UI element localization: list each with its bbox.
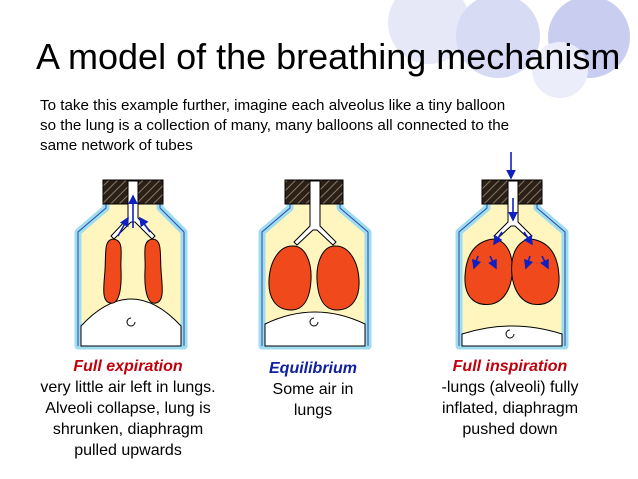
decor-circle-4 (532, 42, 588, 98)
diaphragm-hook (309, 317, 319, 327)
diaphragm (80, 298, 182, 347)
airflow-arrow (488, 255, 497, 270)
intro-text: To take this example further, imagine ea… (40, 96, 620, 156)
intro-line: To take this example further, imagine ea… (40, 97, 506, 114)
airflow-arrow (139, 216, 151, 233)
airflow-arrow (523, 231, 533, 246)
intro-line: same network of tubes (40, 137, 193, 154)
lung-right (511, 238, 560, 305)
caption-line: -lungs (alveoli) fully (441, 379, 579, 396)
lung-left (464, 238, 513, 305)
caption-heading: Full inspiration (452, 358, 568, 375)
caption-line: lungs (293, 402, 333, 419)
lung-right (316, 245, 360, 311)
diaphragm-hook (505, 329, 515, 339)
airflow-arrow (117, 216, 129, 237)
caption-line: pulled upwards (74, 442, 182, 459)
airflow-arrow (540, 255, 549, 270)
model-full-inspiration (455, 152, 569, 350)
lung-left (103, 238, 122, 304)
slide-title: A model of the breathing mechanism (36, 36, 621, 77)
intro-line: so the lung is a collection of many, man… (40, 117, 510, 134)
model-full-expiration (74, 179, 188, 350)
model-equilibrium (258, 179, 372, 350)
caption-line: Some air in (272, 381, 354, 398)
caption-equilibrium: Equilibrium Some air in lungs (250, 358, 376, 421)
airflow-arrow (471, 255, 482, 270)
lung-left (268, 245, 312, 311)
diaphragm (264, 311, 366, 347)
decor-circle-2 (456, 0, 540, 78)
caption-heading: Full expiration (73, 358, 183, 375)
caption-line: pushed down (462, 421, 558, 438)
caption-line: shrunken, diaphragm (52, 421, 204, 438)
airflow-arrow (523, 255, 534, 270)
diaphragm (461, 325, 563, 347)
caption-full-inspiration: Full inspiration -lungs (alveoli) fully … (404, 356, 616, 440)
caption-line: Alveoli collapse, lung is (45, 400, 211, 417)
trachea (293, 180, 337, 246)
airflow-arrow (493, 231, 503, 246)
caption-line: inflated, diaphragm (441, 400, 579, 417)
lung-right (144, 238, 163, 304)
caption-line: very little air left in lungs. (40, 379, 216, 396)
caption-full-expiration: Full expiration very little air left in … (6, 356, 250, 461)
diaphragm-hook (126, 317, 136, 327)
caption-heading: Equilibrium (269, 360, 357, 377)
